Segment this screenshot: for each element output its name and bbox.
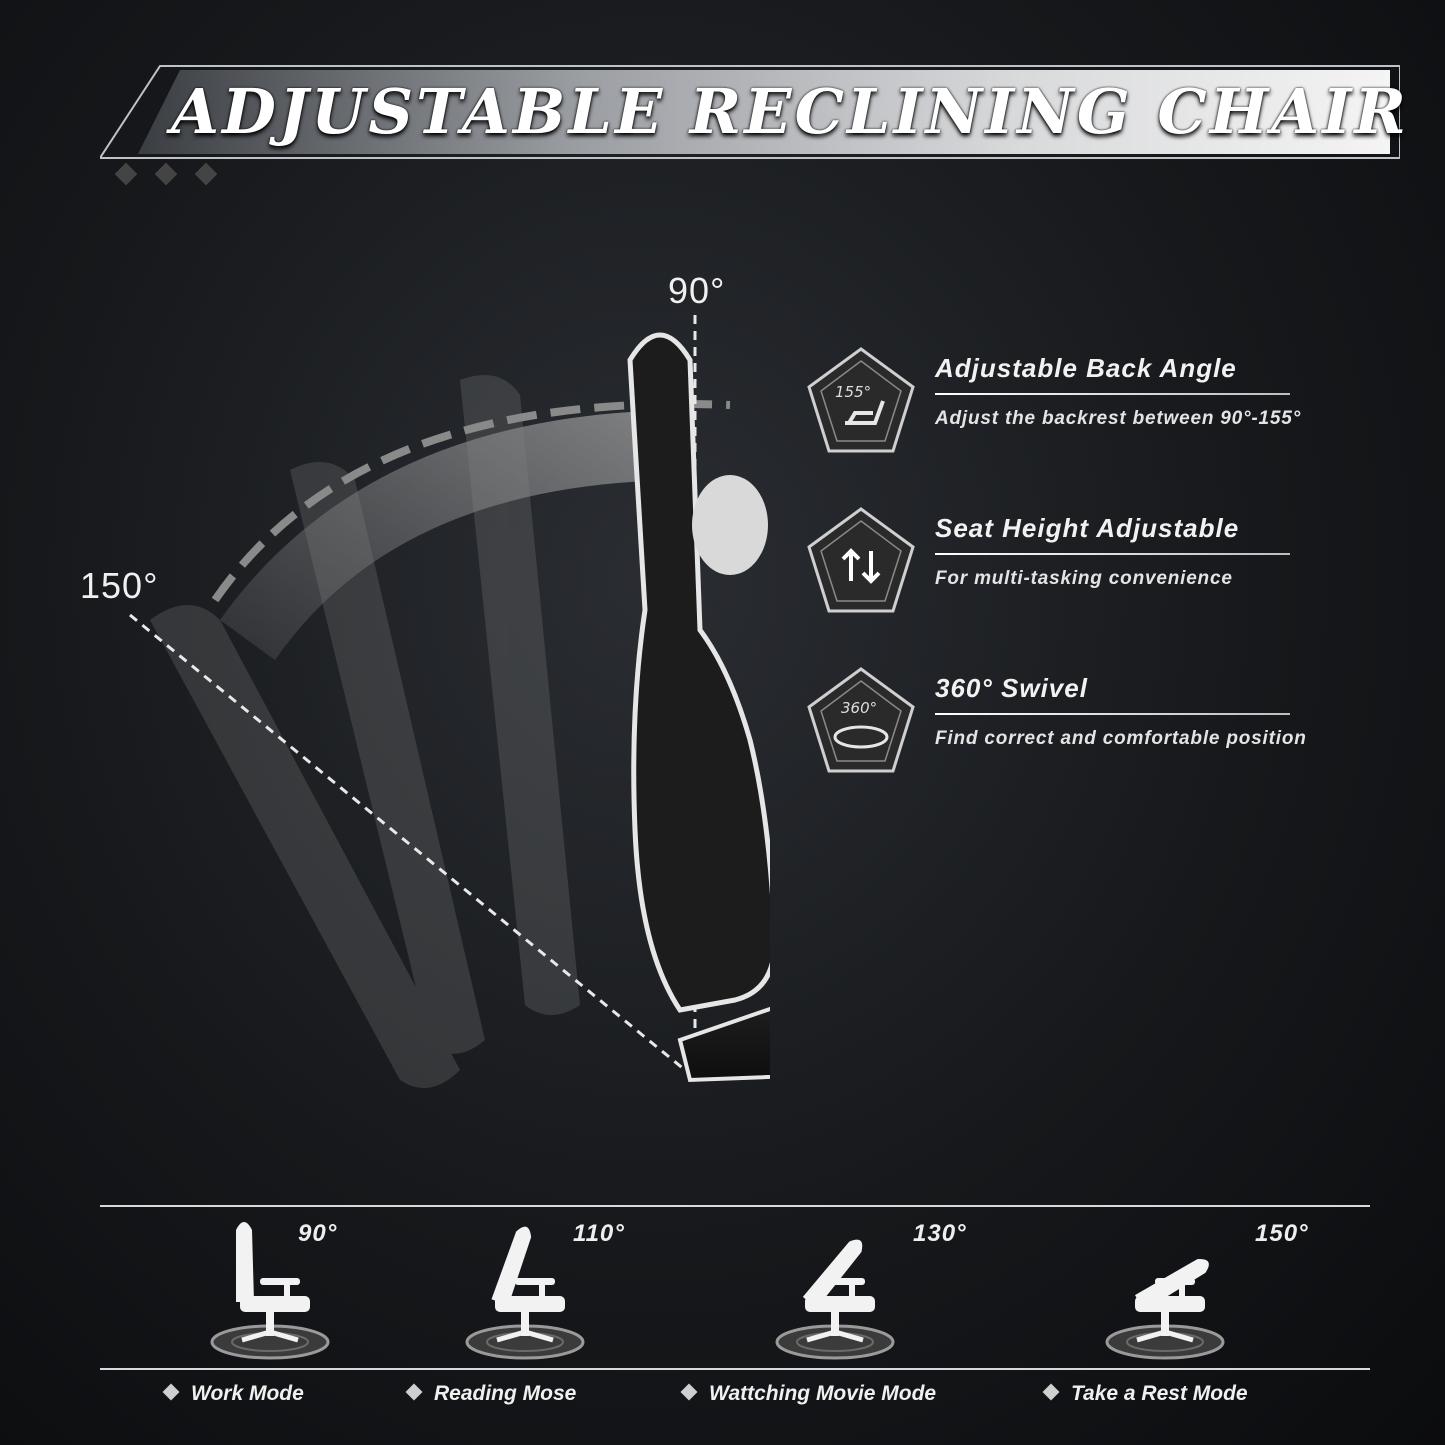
mode-item: 150° xyxy=(1075,1210,1335,1370)
angle-arc-dashed xyxy=(211,400,731,603)
page-title: ADJUSTABLE RECLINING CHAIR xyxy=(171,75,1409,148)
title-banner xyxy=(100,48,1400,188)
feature-underline xyxy=(935,553,1290,555)
chair-backrest-shape xyxy=(491,1226,532,1306)
modes-bottom-divider xyxy=(100,1368,1370,1370)
chair-backrest-shape xyxy=(236,1222,254,1302)
chair-base xyxy=(1136,1329,1194,1343)
mode-angle: 150° xyxy=(1255,1220,1309,1247)
recline-angle-label: 150° xyxy=(80,565,159,606)
chair-base xyxy=(806,1329,864,1343)
modes-top-divider xyxy=(100,1205,1370,1207)
mode-label-rest: Take a Rest Mode xyxy=(1042,1382,1248,1406)
feature-underline xyxy=(935,393,1290,395)
swivel-icon xyxy=(807,667,915,773)
chair-backrest-group xyxy=(802,1239,863,1309)
chair-base xyxy=(496,1329,554,1343)
chair-mode-icon xyxy=(210,1222,330,1360)
feature-icon-text: 360° xyxy=(841,699,878,717)
mode-angle: 90° xyxy=(298,1220,338,1247)
chair-mode-icon xyxy=(1105,1259,1225,1360)
chair-backrest-shape xyxy=(802,1239,863,1309)
reclining-chair-illustration xyxy=(129,315,770,1088)
mode-item: 110° xyxy=(435,1210,695,1370)
feature-seat-height: Seat Height Adjustable For multi-tasking… xyxy=(805,505,1345,625)
feature-description: For multi-tasking convenience xyxy=(935,568,1233,589)
feature-underline xyxy=(935,713,1290,715)
diamond-bullet-icon xyxy=(1042,1383,1060,1401)
chair-backrest-group xyxy=(236,1222,254,1302)
mode-item: 130° xyxy=(745,1210,1005,1370)
mode-label-text: Take a Rest Mode xyxy=(1071,1382,1248,1405)
mode-angle: 110° xyxy=(573,1220,625,1247)
chair-mode-icon xyxy=(465,1226,585,1360)
feature-swivel: 360° 360° Swivel Find correct and comfor… xyxy=(805,665,1345,785)
feature-title: Seat Height Adjustable xyxy=(935,513,1240,543)
chair-seat xyxy=(677,1006,770,1083)
chair-column xyxy=(831,1310,839,1336)
mode-label-text: Work Mode xyxy=(191,1382,304,1405)
feature-title: Adjustable Back Angle xyxy=(935,353,1237,383)
chair-armrest-shape xyxy=(260,1278,300,1285)
headrest-pillow xyxy=(692,475,768,575)
feature-back-angle: 155° Adjustable Back Angle Adjust the ba… xyxy=(805,345,1345,465)
mode-label-text: Reading Mose xyxy=(434,1382,577,1405)
mode-label-reading: Reading Mose xyxy=(405,1382,577,1406)
chair-armrest-post xyxy=(539,1280,545,1298)
chair-column xyxy=(1161,1310,1169,1336)
mode-item: 90° xyxy=(180,1210,440,1370)
mode-label-text: Wattching Movie Mode xyxy=(709,1382,937,1405)
diamond-bullet-icon xyxy=(680,1383,698,1401)
up-down-arrows-icon xyxy=(807,507,915,613)
chair-column xyxy=(266,1310,274,1336)
feature-description: Find correct and comfortable position xyxy=(935,728,1307,749)
feature-title: 360° Swivel xyxy=(935,673,1088,703)
main-backrest xyxy=(627,332,770,1013)
angle-arc-band xyxy=(220,410,690,660)
mode-label-work: Work Mode xyxy=(162,1382,304,1406)
banner-graphic xyxy=(100,65,1400,186)
recline-150-line xyxy=(129,613,686,1072)
chair-armrest-post xyxy=(849,1280,855,1298)
chair-seat-shape xyxy=(495,1296,565,1312)
diamond-bullet-icon xyxy=(162,1383,180,1401)
chair-backrest-shape xyxy=(1135,1259,1209,1311)
chair-seat-shape xyxy=(240,1296,310,1312)
chair-mode-icon xyxy=(775,1239,895,1360)
chair-backrest-group xyxy=(1135,1259,1209,1311)
feature-description: Adjust the backrest between 90°-155° xyxy=(935,408,1302,429)
chair-armrest-post xyxy=(1179,1280,1185,1298)
recline-seat-icon xyxy=(807,347,915,453)
ghost-backrests xyxy=(150,375,580,1088)
chair-column xyxy=(521,1310,529,1336)
chair-base xyxy=(241,1329,299,1343)
chair-backrest-group xyxy=(491,1226,532,1306)
diamond-bullet-icon xyxy=(405,1383,423,1401)
mode-angle: 130° xyxy=(913,1220,967,1247)
chair-armrest-post xyxy=(284,1280,290,1298)
chair-armrest-shape xyxy=(515,1278,555,1285)
feature-icon-text: 155° xyxy=(835,383,872,401)
mode-label-movie: Wattching Movie Mode xyxy=(680,1382,937,1406)
vertical-angle-label: 90° xyxy=(668,270,726,311)
